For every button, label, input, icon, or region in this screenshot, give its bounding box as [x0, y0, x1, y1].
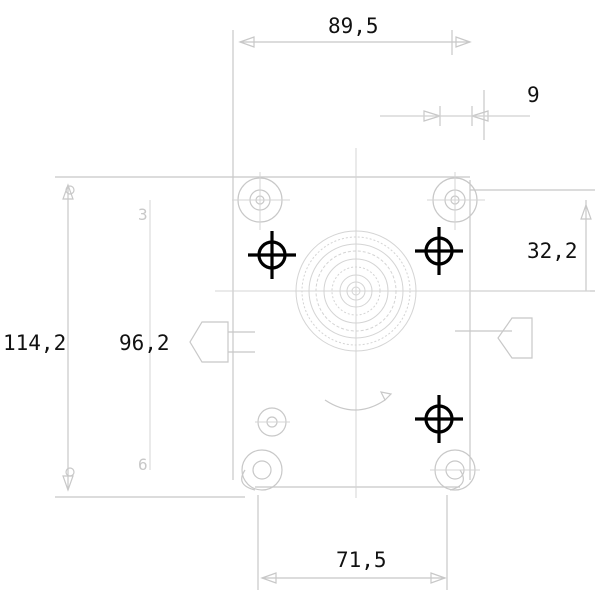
center-gear-icon: [295, 230, 417, 352]
right-arrow-icon: [455, 317, 533, 359]
dimension-top-label: 89,5: [328, 14, 379, 38]
dimension-small-gap-label: 9: [527, 83, 540, 107]
corner-boss-bottom-left: [241, 407, 290, 491]
dimension-small-gap: 9: [380, 83, 540, 140]
dimension-inner-height: 3 6 96,2: [119, 200, 255, 474]
dimension-bottom: 71,5: [257, 495, 448, 590]
mounting-hole-top-right-icon: [415, 227, 463, 275]
dimension-right-label: 32,2: [527, 239, 578, 263]
dimension-inner-height-label: 96,2: [119, 331, 170, 355]
mounting-hole-bottom-right-icon: [415, 395, 463, 443]
rotation-arrow-icon: [324, 391, 393, 411]
svg-text:3: 3: [138, 205, 148, 224]
housing-outline: [232, 176, 471, 491]
corner-boss-bottom-right: [430, 449, 480, 491]
corner-boss-top-right: [427, 172, 485, 230]
center-lines: [215, 115, 590, 498]
dimension-right: 32,2: [470, 189, 595, 292]
dimension-overall-height: 114,2: [3, 176, 245, 498]
mounting-hole-top-left-icon: [248, 231, 296, 279]
dimension-top: 89,5: [232, 14, 472, 180]
dimension-bottom-label: 71,5: [336, 548, 387, 572]
dimension-overall-height-label: 114,2: [3, 331, 66, 355]
corner-boss-top-left: [232, 172, 290, 230]
svg-text:6: 6: [138, 455, 148, 474]
